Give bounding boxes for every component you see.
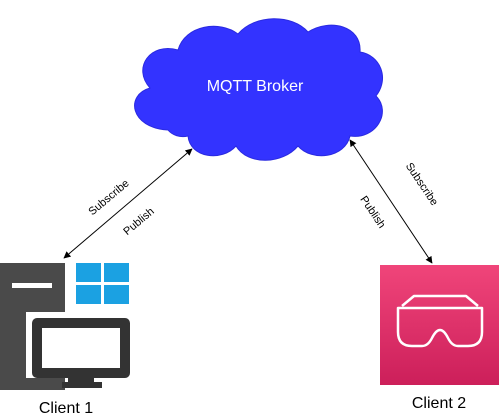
- bidirectional-arrow: [63, 148, 193, 259]
- bidirectional-arrow: [349, 139, 433, 264]
- client1-node: Client 1: [0, 263, 134, 417]
- client2-label: Client 2: [412, 395, 466, 412]
- vr-headset-icon: [396, 294, 484, 348]
- client2-node: Client 2: [380, 265, 499, 412]
- client1-label: Client 1: [39, 400, 93, 417]
- client2-subscribe-label: Subscribe: [403, 161, 440, 208]
- edge-client2-broker: Subscribe Publish: [349, 139, 440, 264]
- broker-label: MQTT Broker: [207, 78, 304, 95]
- broker-cloud: MQTT Broker: [134, 18, 384, 161]
- client1-subscribe-label: Subscribe: [86, 177, 131, 218]
- edge-client1-broker: Subscribe Publish: [63, 148, 193, 259]
- client1-publish-label: Publish: [121, 206, 156, 238]
- desktop-computer-icon: [0, 263, 134, 390]
- client2-publish-label: Publish: [357, 194, 387, 231]
- cloud-shape-icon: [134, 18, 384, 161]
- windows-logo-icon: [76, 263, 129, 304]
